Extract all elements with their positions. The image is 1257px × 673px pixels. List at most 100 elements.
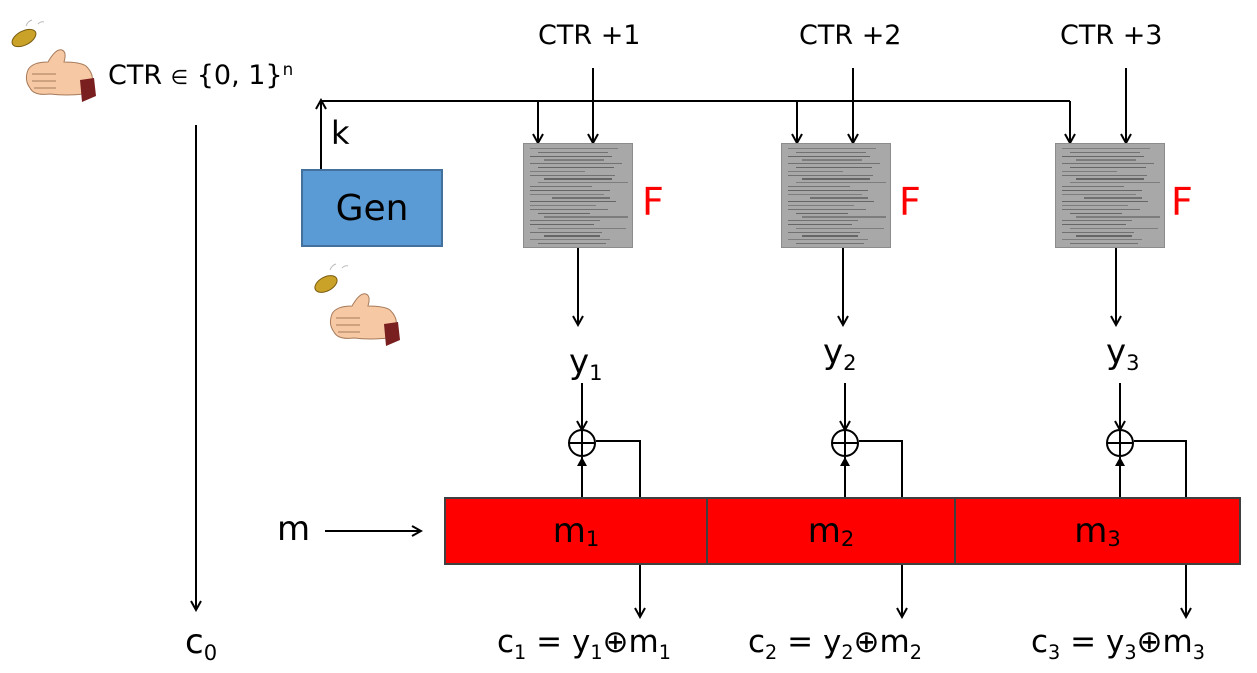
code-line [544, 216, 628, 218]
code-line [788, 155, 870, 157]
gen-label: Gen [335, 187, 409, 229]
prf-label: F [642, 180, 664, 224]
code-line [1070, 182, 1160, 184]
code-line [538, 182, 628, 184]
code-line [1062, 174, 1147, 176]
code-line [1062, 201, 1148, 203]
code-line [538, 243, 606, 245]
counter-label: CTR +3 [1060, 20, 1163, 51]
output-label: y2 [823, 332, 857, 376]
code-line [788, 193, 862, 195]
code-line [788, 239, 868, 241]
code-line [1062, 189, 1142, 192]
code-line [796, 151, 866, 154]
code-line [1070, 167, 1146, 169]
code-line [530, 231, 602, 233]
prf-box [781, 143, 891, 248]
code-line [530, 201, 616, 203]
code-line [796, 182, 886, 184]
code-line [530, 224, 594, 226]
counter-label: CTR +1 [538, 20, 641, 51]
code-line [530, 186, 592, 188]
code-line [788, 170, 843, 173]
ciphertext-formula: c1 = y1⊕m1 [497, 624, 671, 664]
code-line [1062, 193, 1136, 195]
code-line [788, 224, 852, 226]
code-line [788, 174, 873, 176]
code-line [788, 205, 854, 207]
key-label: k [331, 114, 350, 152]
code-line [796, 243, 864, 245]
code-line [1076, 235, 1132, 237]
code-line [544, 159, 604, 161]
code-line [1070, 243, 1138, 245]
code-line [1062, 170, 1117, 173]
code-line [1070, 151, 1140, 154]
code-line [538, 167, 614, 169]
code-line [1062, 155, 1144, 157]
counter-label: CTR +2 [799, 20, 902, 51]
code-line [788, 186, 850, 188]
prf-label: F [1171, 180, 1193, 224]
code-line [802, 216, 886, 218]
code-line [1062, 186, 1124, 188]
code-line [1062, 163, 1154, 165]
code-line [796, 212, 848, 214]
code-line [530, 205, 596, 207]
ciphertext-c0: c0 [185, 622, 218, 666]
code-line [1062, 208, 1140, 211]
code-line [530, 220, 600, 222]
message-label: m [277, 509, 311, 549]
code-line [538, 227, 626, 230]
code-line [1062, 205, 1128, 207]
ciphertext-formula: c2 = y2⊕m2 [748, 624, 922, 664]
set-text: {0, 1} [196, 60, 283, 91]
ctr-domain-label: CTR ∈ {0, 1}n [108, 58, 294, 91]
prf-box [523, 143, 633, 248]
code-line [544, 178, 612, 180]
code-line [1084, 197, 1142, 199]
code-line [530, 163, 622, 165]
set-exponent: n [282, 58, 294, 79]
coin-flip-hand-icon [11, 19, 96, 102]
code-line [530, 193, 604, 195]
code-line [810, 197, 868, 199]
code-line [788, 163, 880, 165]
xor-nodes [568, 429, 1134, 457]
ciphertext-formula: c3 = y3⊕m3 [1031, 624, 1205, 664]
code-line [530, 208, 608, 211]
code-line [788, 231, 860, 233]
code-line [1062, 224, 1126, 226]
code-line [530, 155, 612, 157]
output-label: y3 [1106, 332, 1140, 376]
code-line [788, 201, 874, 203]
code-line [1062, 231, 1134, 233]
code-line [1076, 178, 1144, 180]
code-line [1062, 239, 1142, 241]
code-line [1076, 216, 1160, 218]
xor-node [1106, 429, 1134, 457]
member-symbol: ∈ [170, 65, 189, 89]
code-line [1070, 212, 1122, 214]
code-line [552, 197, 610, 199]
code-line [788, 220, 858, 222]
code-line [530, 189, 610, 192]
xor-node [568, 429, 596, 457]
code-line [788, 189, 868, 192]
coin-flip-hand-icon [314, 263, 400, 346]
code-line [802, 235, 858, 237]
code-line [538, 151, 608, 154]
ctr-label: CTR [108, 60, 163, 91]
code-line [796, 167, 872, 169]
code-line [530, 239, 610, 241]
code-line [530, 170, 585, 173]
code-line [530, 148, 618, 150]
code-line [530, 174, 615, 176]
code-line [802, 159, 862, 161]
output-label: y1 [569, 342, 603, 386]
code-line [802, 178, 870, 180]
